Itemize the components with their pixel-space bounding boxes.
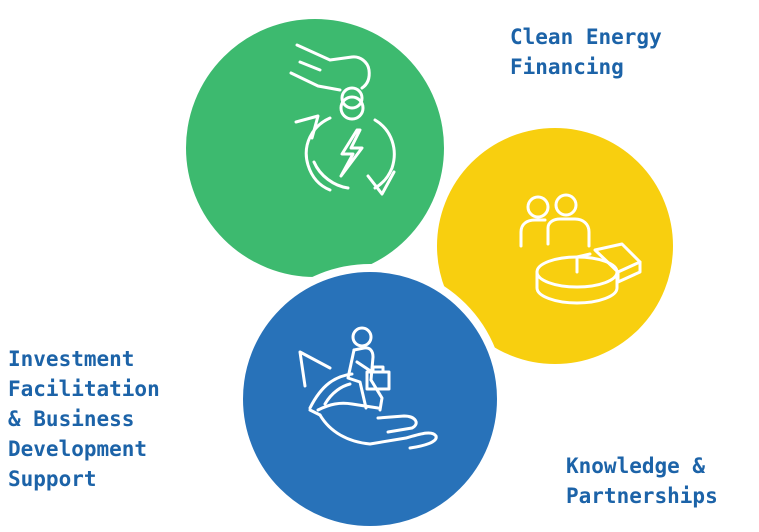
label-line: Facilitation [8, 377, 160, 401]
label-line: Clean Energy [510, 25, 662, 49]
blue-circle [235, 264, 505, 532]
green-circle [178, 11, 452, 285]
label-line: Knowledge & [566, 454, 706, 478]
label-knowledge-partnerships: Knowledge & Partnerships [566, 451, 718, 511]
label-line: Partnerships [566, 484, 718, 508]
label-line: Development [8, 437, 148, 461]
label-line: Investment [8, 347, 135, 371]
label-line: Support [8, 467, 97, 491]
label-clean-energy-financing: Clean Energy Financing [510, 22, 662, 82]
hand-coin-energy-cycle-icon [289, 43, 396, 196]
hand-climber-arrow-icon [298, 326, 438, 450]
label-line: & Business [8, 407, 135, 431]
label-line: Financing [510, 55, 624, 79]
label-investment-facilitation: Investment Facilitation & Business Devel… [8, 344, 160, 494]
people-pie-chart-icon [519, 193, 642, 305]
yellow-circle [429, 120, 681, 372]
